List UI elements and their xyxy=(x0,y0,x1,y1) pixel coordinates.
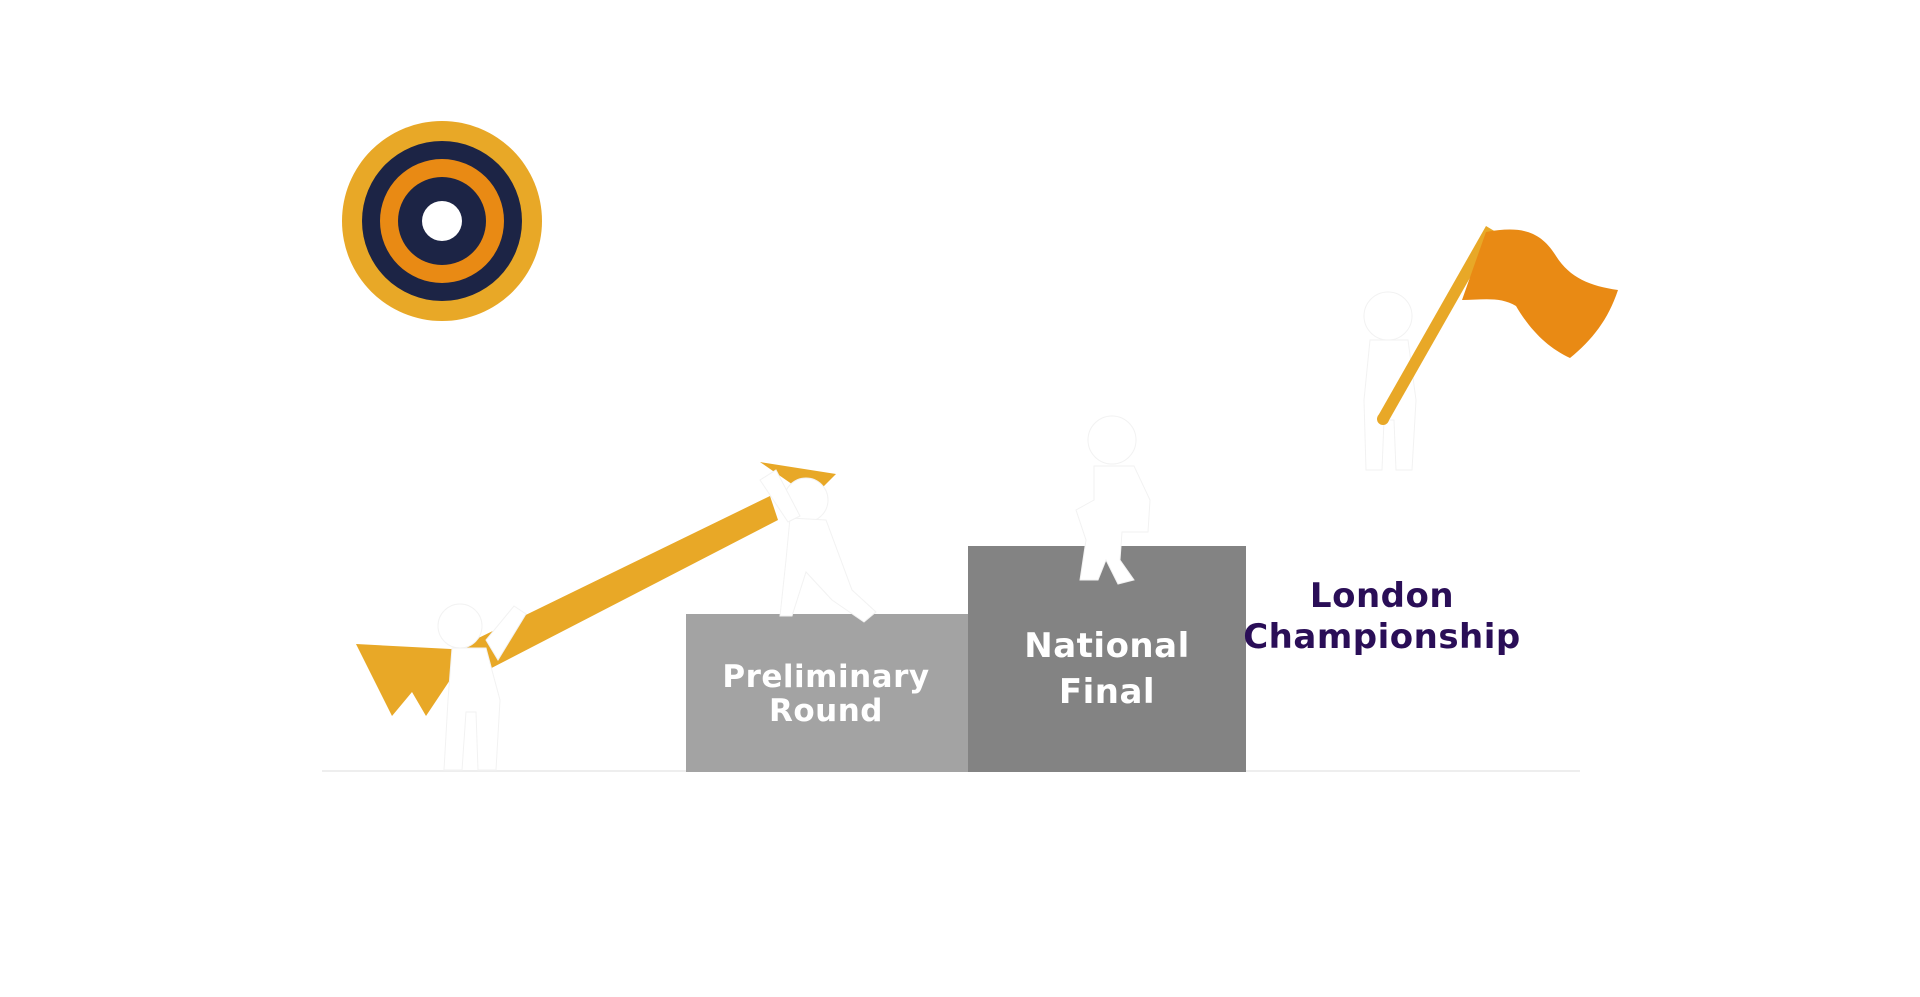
step-label-line1: Preliminary xyxy=(722,659,930,695)
person-figure xyxy=(437,603,527,771)
person-figure xyxy=(1075,415,1151,585)
target-icon xyxy=(342,121,542,321)
step-label-line2: Championship xyxy=(1243,616,1521,657)
step-label-national-final: National Final xyxy=(968,624,1246,716)
person-figure xyxy=(759,469,877,623)
step-label-line2: Round xyxy=(769,693,883,730)
step-label-line1: National xyxy=(1024,626,1190,666)
step-block-national xyxy=(968,546,1246,772)
step-label-line2: Final xyxy=(1058,671,1156,712)
arrow-icon xyxy=(356,496,778,716)
step-block-preliminary xyxy=(686,614,968,772)
step-label-line1: London xyxy=(1309,576,1455,616)
step-label-preliminary-round: Preliminary Round xyxy=(686,660,966,728)
flag-icon xyxy=(1377,226,1618,425)
step-label-london-championship: London Championship xyxy=(1232,576,1532,658)
